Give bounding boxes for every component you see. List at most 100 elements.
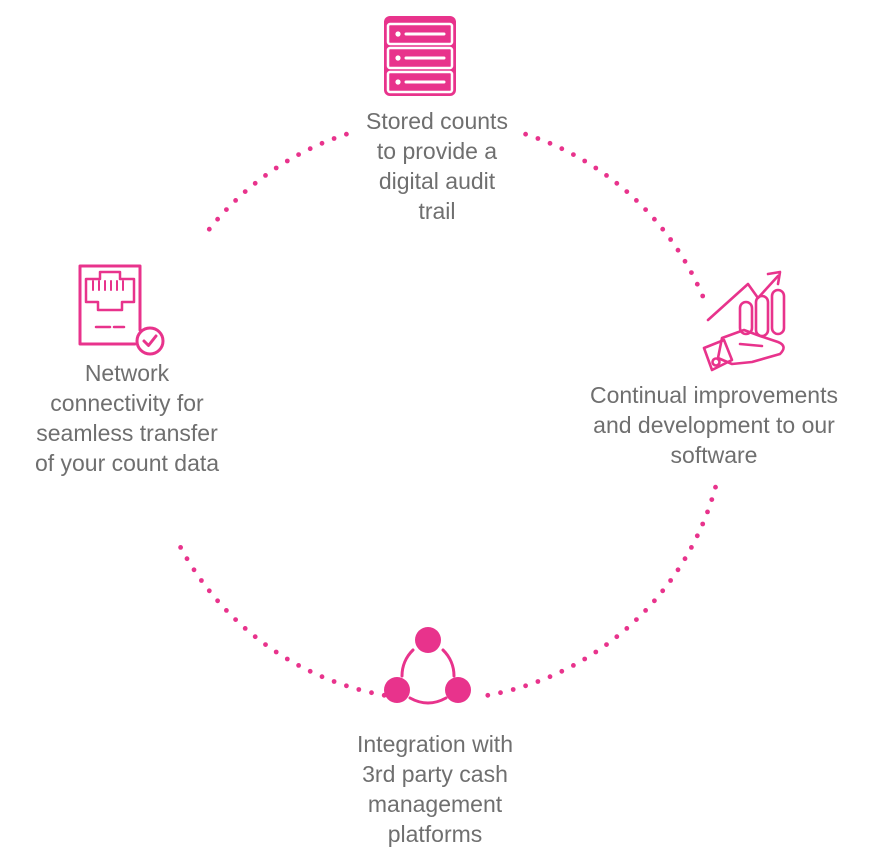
ring-dot (694, 281, 700, 287)
ring-dot (344, 683, 349, 689)
label-line: 3rd party cash (362, 761, 508, 787)
label-line: Integration with (357, 731, 513, 757)
ring-dot (242, 626, 248, 631)
ring-dot (331, 136, 337, 141)
ring-dot (582, 656, 588, 662)
ring-dot (689, 270, 694, 275)
label-line: digital audit (378, 168, 496, 194)
ring-dot (614, 180, 620, 186)
ring-dot (307, 668, 313, 674)
integration-nodes-icon (384, 627, 471, 705)
ring-dot (178, 545, 184, 550)
ring-dot (319, 140, 325, 146)
network-port-check-icon (78, 264, 165, 356)
ring-dot (709, 497, 715, 502)
label-line: of your count data (34, 450, 220, 476)
ring-dot (331, 679, 337, 684)
ring-dot (523, 683, 528, 689)
ring-dot (356, 687, 362, 692)
label-line: to provide a (376, 138, 498, 164)
ring-dot (547, 674, 553, 680)
label-line: software (670, 442, 758, 468)
label-line: Network (84, 360, 170, 386)
ring-dot (547, 140, 553, 146)
label-line: Continual improvements (589, 382, 838, 408)
ring-dot (652, 598, 657, 604)
label-line: connectivity for (50, 390, 204, 416)
ring-dot (319, 674, 325, 680)
ring-dot (296, 663, 301, 668)
ring-dot (660, 226, 666, 232)
ring-dot (652, 216, 657, 222)
ring-dot (284, 656, 290, 662)
ring-dot (215, 216, 221, 222)
node-label-network-connectivity: Network connectivity for seamless transf… (0, 358, 254, 478)
ring-dot (184, 556, 190, 562)
ring-dot (604, 642, 609, 647)
ring-dot (694, 533, 700, 539)
label-line: and development to our (593, 412, 835, 438)
ring-dot (307, 146, 313, 152)
ring-dot (634, 198, 639, 203)
ring-dot (593, 165, 599, 171)
ring-dot (296, 152, 301, 158)
node-label-stored-counts: Stored counts to provide a digital audit… (337, 106, 537, 226)
ring-dot (682, 258, 688, 264)
ring-dot (263, 642, 268, 647)
ring-dot (485, 692, 491, 698)
ring-dot (498, 690, 503, 696)
ring-dot (242, 189, 248, 195)
ring-dot (199, 578, 204, 583)
ring-dot (713, 484, 718, 490)
ring-dot (668, 578, 673, 583)
ring-dot (675, 247, 681, 253)
ring-dot (206, 226, 212, 232)
ring-dot (700, 521, 706, 527)
ring-dot (634, 617, 639, 622)
ring-dot (660, 588, 666, 594)
node-label-integration: Integration with 3rd party cash manageme… (330, 729, 540, 849)
ring-dot (535, 679, 541, 684)
ring-dot (689, 545, 694, 550)
ring-dot (624, 189, 630, 195)
ring-dot (700, 293, 706, 299)
ring-dot (675, 567, 681, 573)
ring-dot (559, 668, 565, 674)
ring-dot (571, 152, 576, 158)
ring-dot (535, 136, 541, 141)
ring-dot (224, 608, 229, 613)
ring-dot (510, 687, 516, 692)
ring-dot (263, 173, 268, 178)
label-line: seamless transfer (36, 420, 218, 446)
ring-dot (582, 158, 588, 164)
label-line: management (367, 791, 503, 817)
ring-dot (682, 556, 688, 562)
ring-dot (604, 173, 609, 178)
ring-dot (593, 649, 599, 655)
dotted-cycle-ring (178, 131, 718, 698)
ring-dot (284, 158, 290, 164)
ring-dot (624, 626, 630, 631)
ring-dot (571, 663, 576, 668)
ring-dot (191, 567, 197, 573)
ring-dot (643, 608, 648, 613)
ring-dot (705, 509, 710, 515)
ring-dot (369, 690, 374, 696)
label-line: trail (418, 198, 456, 224)
ring-dot (252, 634, 258, 640)
ring-dot (668, 237, 673, 242)
ring-dot (559, 146, 565, 152)
ring-dot (252, 180, 258, 186)
ring-dot (614, 634, 620, 640)
label-line: platforms (387, 821, 483, 847)
ring-dot (233, 617, 239, 622)
ring-dot (233, 198, 239, 203)
node-label-continual-improvements: Continual improvements and development t… (554, 380, 874, 470)
ring-dot (344, 131, 349, 137)
ring-dot (273, 165, 279, 171)
ring-dot (643, 207, 648, 213)
ring-dot (224, 207, 229, 213)
ring-dot (523, 131, 528, 137)
label-line: Stored counts (366, 108, 508, 134)
